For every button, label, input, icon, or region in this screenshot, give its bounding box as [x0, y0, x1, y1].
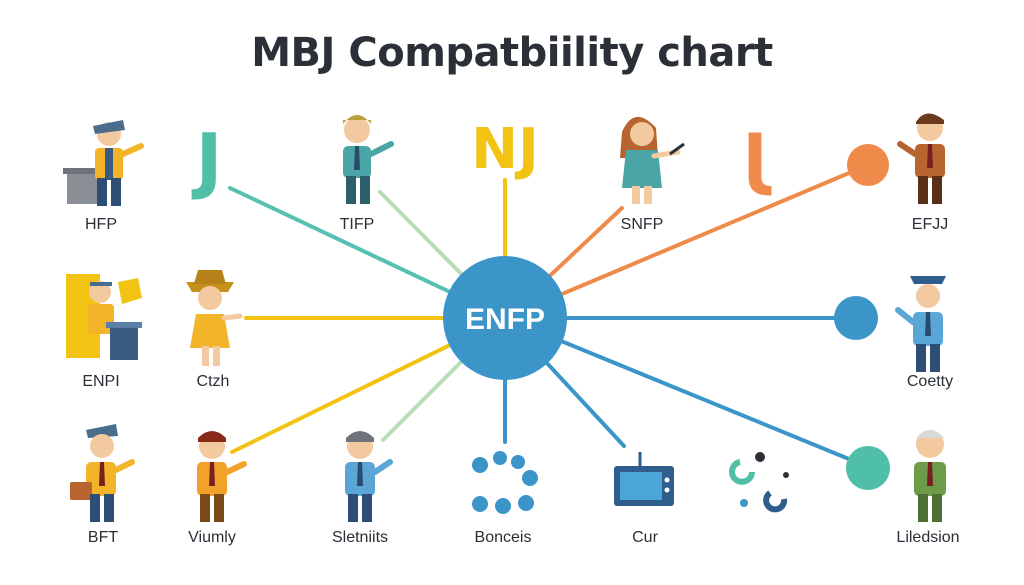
glyph-3: J	[742, 120, 771, 199]
person-ctzh-icon	[186, 270, 243, 366]
connector-efjj	[503, 163, 870, 320]
label-cur: Cur	[632, 529, 658, 546]
label-bonceis: Bonceis	[474, 529, 532, 546]
person-snfp-icon	[620, 116, 685, 204]
person-liledsion-icon	[914, 430, 946, 522]
page-title: MBJ Compatbiility chart	[251, 30, 773, 76]
person-viumly-icon	[197, 431, 247, 522]
liledsion-node-dot	[846, 446, 890, 490]
center-hub: ENFP	[443, 256, 567, 380]
abstract-shapes-icon	[729, 452, 789, 513]
person-tifp-icon	[343, 115, 394, 204]
person-coetty-icon	[895, 276, 946, 372]
bonceis-dots-icon	[472, 451, 538, 514]
label-hfp: ΗFP	[85, 216, 117, 233]
coetty-node-dot	[834, 296, 878, 340]
label-coetty: Coetty	[906, 373, 954, 390]
label-liledsion: Liledsion	[896, 529, 960, 546]
label-viumly: Viumly	[188, 529, 236, 546]
label-ctzh: Ctzh	[196, 373, 230, 390]
connector-liledsion	[503, 316, 868, 468]
efjj-node-dot	[847, 144, 889, 186]
glyph-nj: NJ	[471, 117, 539, 182]
label-tifp: TIFP	[339, 216, 375, 233]
center-label: ENFP	[465, 303, 545, 336]
label-efjj: EFJJ	[911, 216, 949, 233]
person-enpi-icon	[66, 274, 142, 360]
person-sletniits-icon	[345, 431, 393, 522]
label-enpi: ENPI	[82, 373, 120, 390]
glyph-j: J	[191, 118, 223, 202]
tv-icon	[614, 452, 674, 506]
person-bft-icon	[70, 424, 135, 522]
person-efjj-icon	[897, 113, 945, 204]
label-sletniits: Sletniits	[331, 529, 389, 546]
label-bft: BFT	[87, 529, 119, 546]
person-hfp-icon	[63, 120, 144, 206]
label-snfp: SNFP	[620, 216, 664, 233]
